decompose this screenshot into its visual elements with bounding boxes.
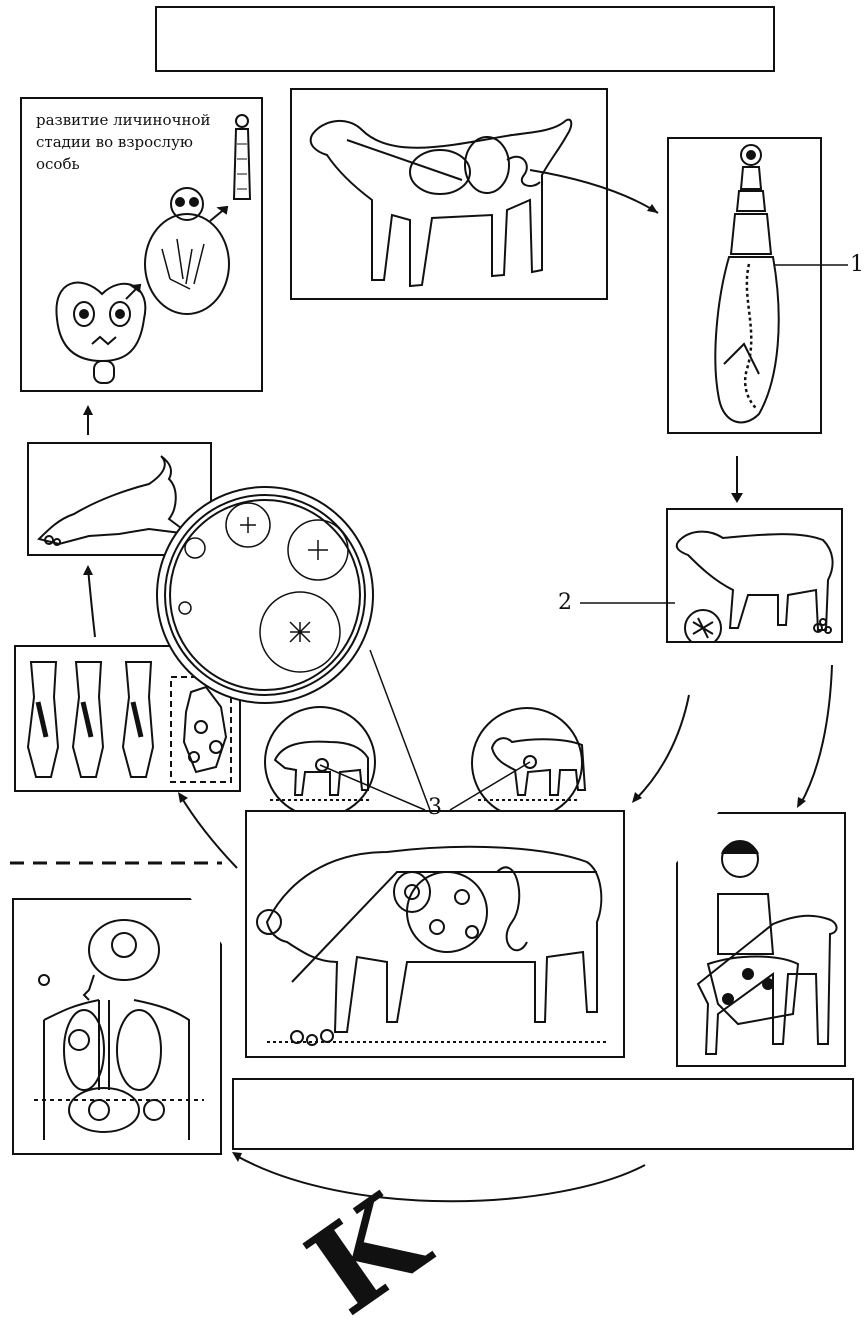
cow-illustration	[247, 812, 623, 1056]
panel-dog-eating-organs	[27, 442, 212, 556]
pig-intermediate-host	[265, 707, 375, 817]
panel-dog-shedding-eggs	[666, 508, 843, 643]
panel-dog-definitive-host	[290, 88, 608, 300]
tapeworm-illustration	[669, 139, 820, 432]
bottom-blank-box	[232, 1078, 854, 1150]
panel-human-infection	[12, 898, 222, 1155]
adult-worm-small	[234, 115, 250, 199]
panel-cow-intermediate-host	[245, 810, 625, 1058]
boy-dog-illustration	[678, 814, 844, 1065]
callout-2: 2	[558, 590, 572, 615]
panel-organ-sections	[14, 645, 241, 792]
callout-1: 1	[850, 252, 864, 277]
larva-protoscolex	[56, 283, 145, 383]
larva-development-caption: развитие личиночной стадии во взрослую о…	[36, 109, 236, 175]
title-blank-box	[155, 6, 775, 72]
larva-cyst	[145, 188, 229, 314]
callout-3: 3	[428, 795, 442, 820]
panel-adult-tapeworm	[667, 137, 822, 434]
bottom-glyph-k: K	[293, 1180, 442, 1330]
organ-sections-illustration	[16, 647, 239, 790]
dog-eating-illustration	[29, 444, 210, 554]
human-organs-illustration	[14, 900, 220, 1153]
dog-shedding-illustration	[668, 510, 841, 641]
panel-boy-with-dog	[676, 812, 846, 1067]
panel-larva-development: развитие личиночной стадии во взрослую о…	[20, 97, 263, 392]
cow-intermediate-host	[472, 708, 582, 818]
dog-illustration	[292, 90, 606, 298]
